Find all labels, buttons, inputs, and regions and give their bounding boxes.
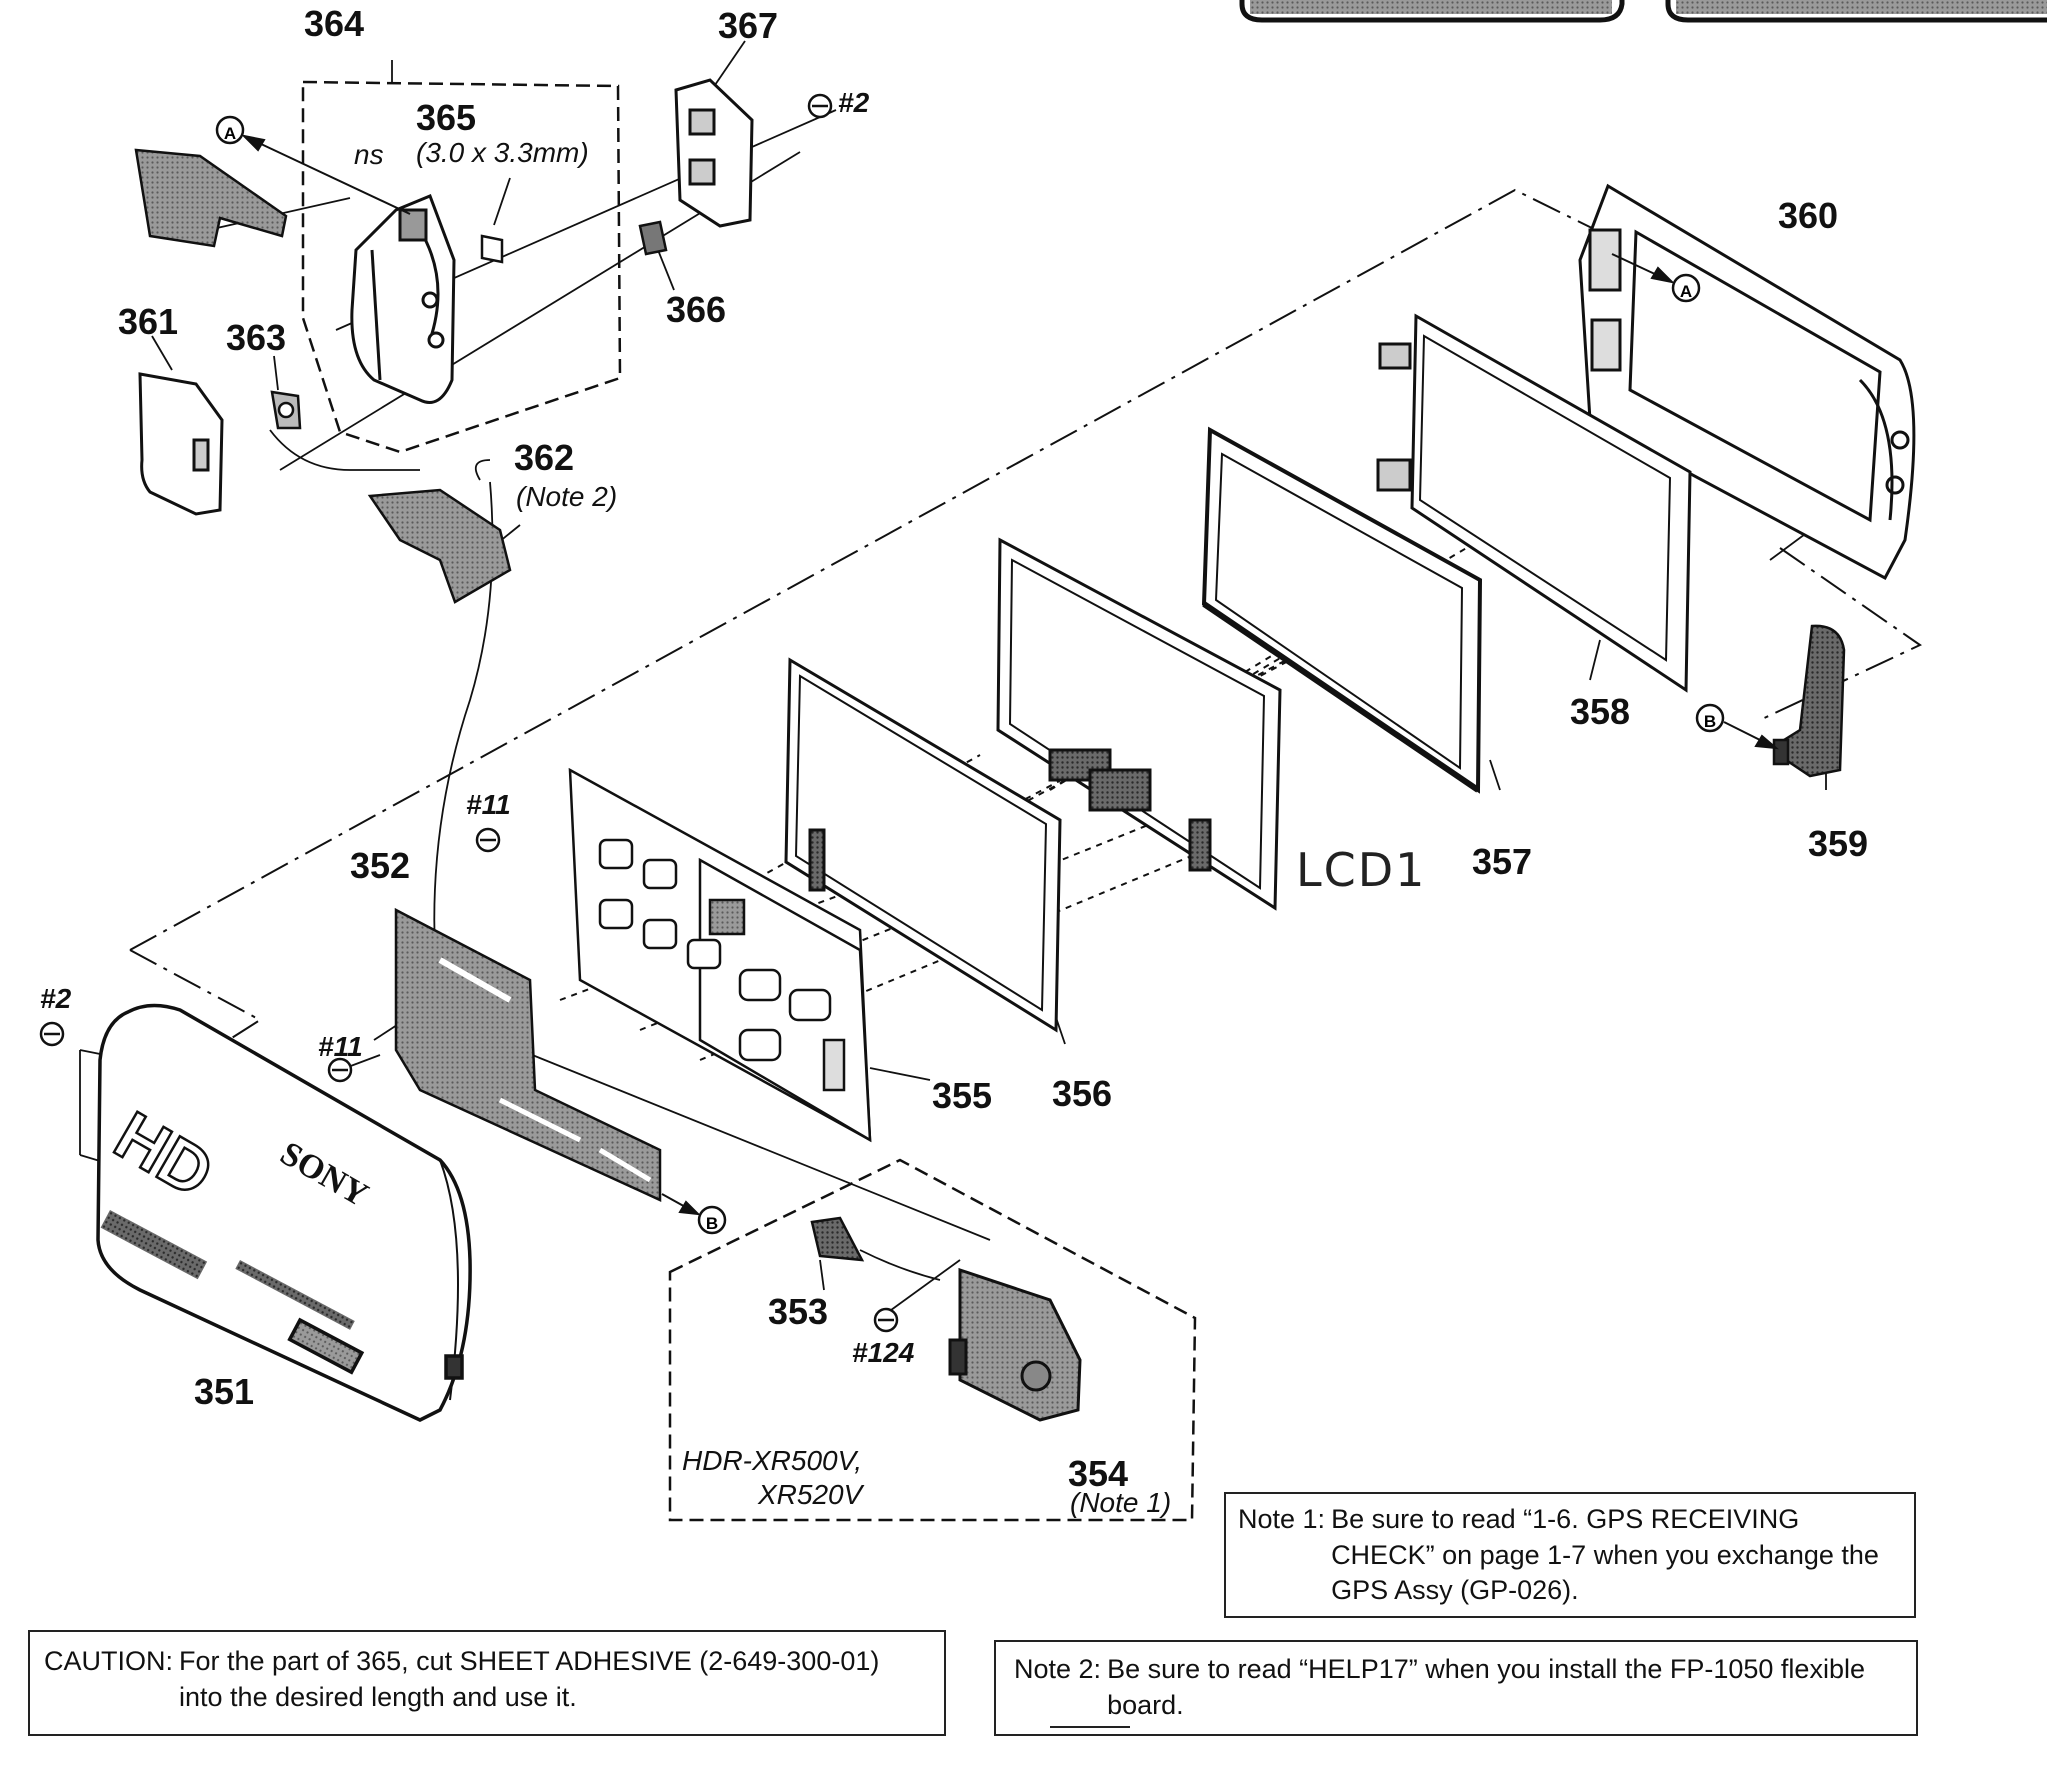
annotation-ns: ns [354, 139, 384, 170]
part-shield-plate [568, 767, 872, 1143]
label-screw-124: #124 [852, 1337, 915, 1368]
label-367: 367 [718, 5, 778, 46]
label-screw-2-left: #2 [40, 983, 72, 1014]
part-367-bracket [674, 78, 754, 228]
label-351: 351 [194, 1371, 254, 1412]
note-2-tag: Note 2: [1014, 1654, 1102, 1684]
part-top-flex-board [134, 148, 288, 248]
label-362: 362 [514, 437, 574, 478]
label-screw-11-top: #11 [466, 789, 511, 820]
note-1-text: Be sure to read “1-6. GPS RECEIVING CHEC… [1331, 1504, 1879, 1606]
annotation-model-1: HDR-XR500V, [682, 1445, 862, 1476]
caution-tag: CAUTION: [44, 1646, 174, 1676]
label-screw-2-top: #2 [838, 87, 870, 118]
part-365-adhesive-sheet [480, 234, 504, 264]
label-361: 361 [118, 301, 178, 342]
label-353: 353 [768, 1291, 828, 1332]
note-2-box: Note 2: Be sure to read “HELP17” when yo… [994, 1640, 1918, 1736]
part-366-cube [638, 220, 668, 256]
annotation-handwritten-lcd1: LCD1 [1296, 843, 1426, 897]
part-358-panel [1376, 313, 1692, 693]
label-366: 366 [666, 289, 726, 330]
annotation-model-2: XR520V [757, 1479, 865, 1510]
label-363: 363 [226, 317, 286, 358]
ref-a-top: A [224, 124, 236, 143]
part-362-flex-board [367, 488, 512, 604]
part-355-panel [784, 657, 1062, 1033]
ref-b-right: B [1704, 712, 1716, 731]
part-352-flex-board [394, 907, 662, 1202]
note-2-text: Be sure to read “HELP17” when you instal… [1107, 1654, 1865, 1720]
part-363-hinge-part [270, 390, 302, 430]
label-365: 365 [416, 97, 476, 138]
label-356: 356 [1052, 1073, 1112, 1114]
caution-text: For the part of 365, cut SHEET ADHESIVE … [179, 1646, 880, 1712]
part-360-lcd-frame [1578, 183, 1916, 581]
note-1-box: Note 1: Be sure to read “1-6. GPS RECEIV… [1224, 1492, 1916, 1618]
label-358: 358 [1570, 691, 1630, 732]
label-352: 352 [350, 845, 410, 886]
note-1-tag: Note 1: [1238, 1504, 1326, 1534]
ref-a-frame: A [1680, 282, 1692, 301]
annotation-note1-ref: (Note 1) [1070, 1487, 1171, 1518]
reference-arrows [240, 134, 1780, 1216]
part-351-front-cover: HD SONY [96, 1003, 472, 1422]
label-screw-11-left: #11 [318, 1031, 363, 1062]
label-359: 359 [1808, 823, 1868, 864]
part-353-flex [810, 1216, 865, 1262]
part-357-lcd-panel [1201, 426, 1483, 794]
part-354-gps-board [948, 1267, 1082, 1422]
annotation-size-365: (3.0 x 3.3mm) [416, 137, 589, 168]
part-356-panel [996, 537, 1282, 911]
group-box-gps [668, 1158, 1197, 1522]
reference-markers [215, 115, 1725, 1235]
ref-b-board: B [706, 1214, 718, 1233]
top-right-cropped-shapes [1239, 0, 2047, 23]
part-361-side-cover [138, 372, 224, 516]
part-364-hinge-bracket [350, 194, 456, 404]
label-354: 354 [1068, 1453, 1128, 1494]
part-359-connector [1772, 624, 1846, 778]
label-355: 355 [932, 1075, 992, 1116]
label-364: 364 [304, 3, 364, 44]
group-box-364 [301, 80, 622, 454]
caution-box: CAUTION: For the part of 365, cut SHEET … [28, 1630, 946, 1736]
label-357: 357 [1472, 841, 1532, 882]
annotation-note2-ref: (Note 2) [516, 481, 617, 512]
label-360: 360 [1778, 195, 1838, 236]
screws [39, 93, 899, 1333]
bottom-rule [1050, 1726, 1130, 1728]
